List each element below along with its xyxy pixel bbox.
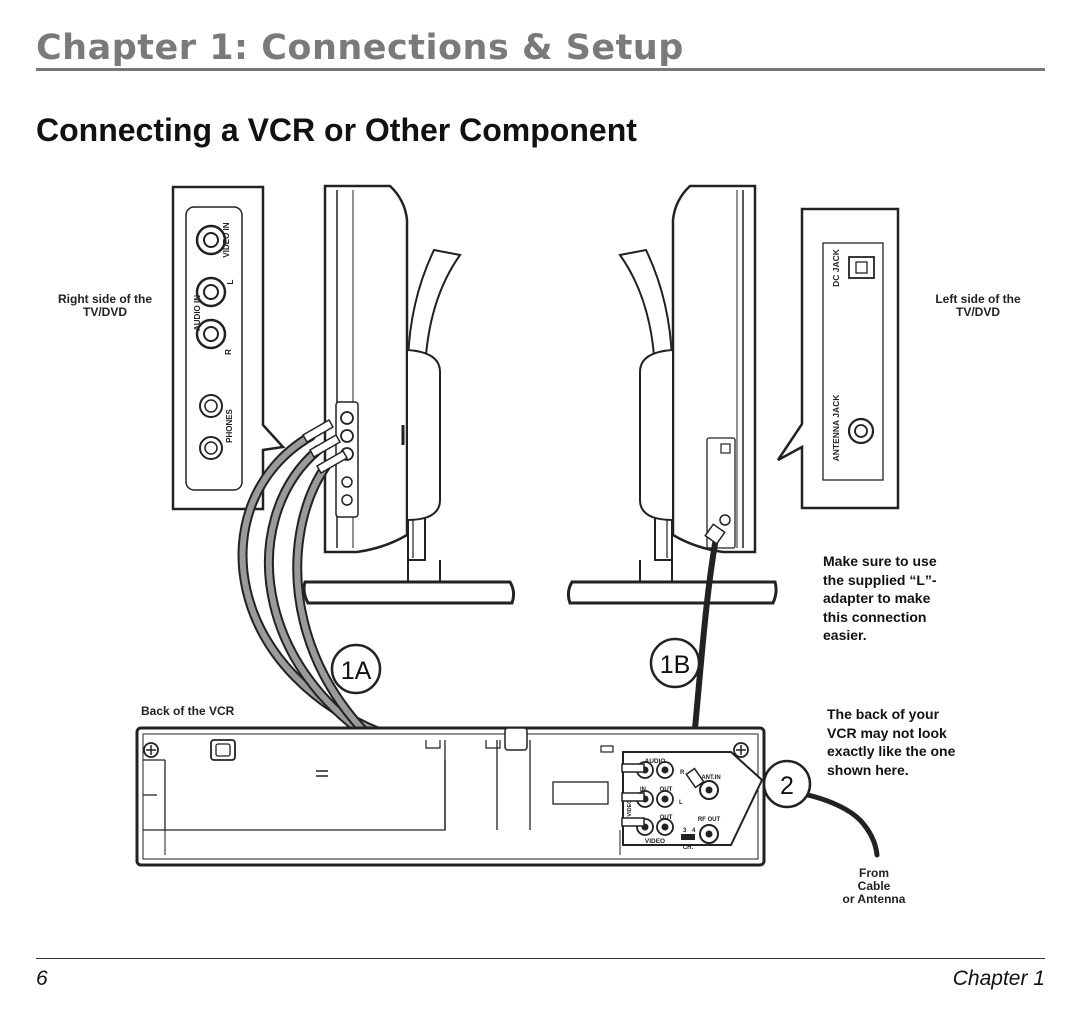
vcr-r-label: R [680,770,685,776]
svg-text:2: 2 [780,772,794,800]
callout-1b: 1B [649,637,701,689]
l-adapter-note: Make sure to use the supplied “L”- adapt… [823,553,937,643]
vcr-video-label: VIDEO [645,838,665,845]
vcr-ch3-label: 3 [683,828,687,834]
vcr-ch-label: CH. [683,845,694,851]
video-in-jack [195,224,227,256]
audio-in-label: AUDIO IN [193,295,202,331]
vcr-ant-in-label: ANT.IN [701,775,720,781]
footer-rule [36,958,1045,959]
vcr-audio-out-l-jack [656,790,674,808]
svg-text:1A: 1A [341,657,372,685]
audio-l-label: L [226,279,235,284]
vcr-out-label: OUT [660,787,673,793]
left-side-panel-closeup: DC JACK ANTENNA JACK [776,207,900,510]
vcr-l-label: L [679,800,683,806]
phones-jack-2 [199,436,223,460]
vcr-rf-out-jack [699,824,719,844]
vcr-in-label: IN [640,787,646,793]
callout-1a: 1A [330,643,382,695]
dc-jack-label: DC JACK [831,248,841,287]
vcr-disclaimer-note: The back of your VCR may not look exactl… [827,706,956,778]
svg-text:1B: 1B [660,651,691,679]
chapter-header: Chapter 1: Connections & Setup [36,28,684,68]
antenna-plug-vcr [685,767,705,789]
video-in-label: VIDEO IN [222,222,231,257]
tv-left-side-view [566,184,778,605]
ch-switch [681,834,695,840]
back-of-vcr-label: Back of the VCR [141,704,235,718]
vcr-audio-out-r-jack [656,761,674,779]
left-side-label: Left side of the TV/DVD [935,292,1021,319]
tv-right-side-view [302,184,516,605]
av-plugs-tv [301,419,349,474]
av-plugs-vcr [621,763,645,827]
vcr-ch4-label: 4 [692,828,696,834]
vcr-rf-out-label: RF OUT [698,817,721,823]
dc-jack-socket [848,256,875,279]
callout-2: 2 [762,759,812,809]
l-adapter [704,523,726,545]
antenna-jack-socket [847,417,875,445]
vcr-video-out-jack [656,818,674,836]
phones-jack-1 [199,394,223,418]
vcr-out-video-label: OUT [660,815,673,821]
footer-chapter-label: Chapter 1 [952,967,1045,990]
vcr-back-panel: AUDIO IN OUT R L OUT VIDEO VIDEO ANT.IN … [135,726,766,867]
vcr-ant-in-jack [699,780,719,800]
phones-label: PHONES [225,408,234,442]
antenna-jack-label: ANTENNA JACK [831,394,841,462]
page-number: 6 [36,967,48,990]
section-title: Connecting a VCR or Other Component [36,112,637,148]
audio-r-label: R [224,349,233,355]
right-side-label: Right side of the TV/DVD [58,292,152,319]
audio-in-l-jack [195,276,227,308]
right-side-panel-closeup: VIDEO IN L AUDIO IN R PHONES [171,185,286,511]
header-rule [36,68,1045,71]
from-cable-label: From Cable or Antenna [842,866,906,906]
vcr-audio-label: AUDIO [645,758,666,765]
audio-in-r-jack [195,318,227,350]
vcr-video-side-label: VIDEO [627,799,633,817]
